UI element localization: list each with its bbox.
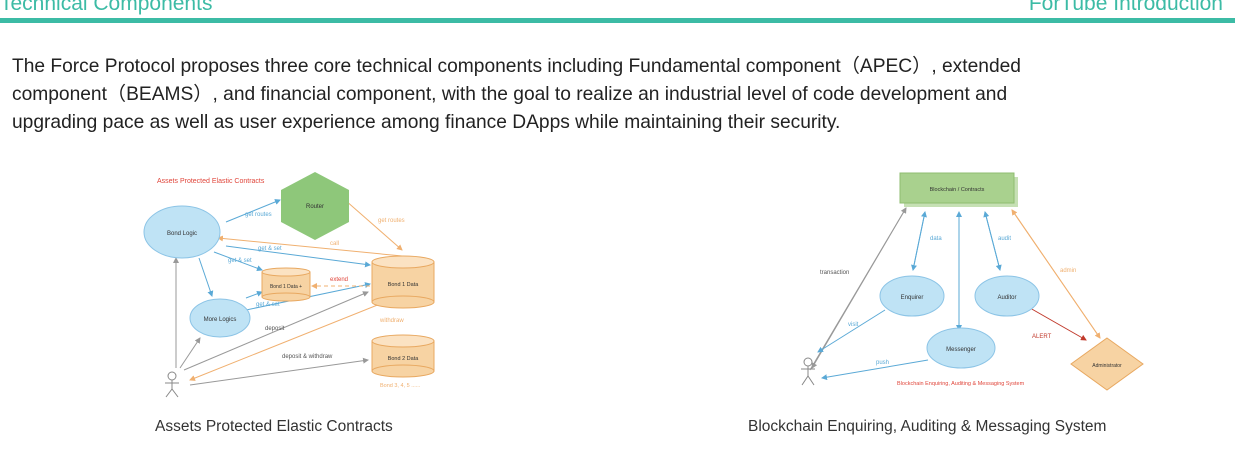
diagram-right-caption: Blockchain Enquiring, Auditing & Messagi… bbox=[748, 418, 1107, 435]
edge-label: data bbox=[930, 236, 942, 242]
edge-label: deposit bbox=[265, 326, 285, 332]
node-label: Auditor bbox=[997, 295, 1016, 301]
user-icon bbox=[801, 357, 815, 386]
edge-alert bbox=[1029, 307, 1087, 341]
intro-paragraph: The Force Protocol proposes three core t… bbox=[12, 53, 1227, 137]
edge-label: call bbox=[330, 241, 339, 247]
edge-push bbox=[821, 359, 929, 381]
node-label: Bond 1 Data bbox=[388, 282, 420, 288]
edge-label: admin bbox=[1060, 268, 1076, 274]
node-label: Bond Logic bbox=[167, 231, 197, 237]
edge-logic-more bbox=[198, 257, 214, 297]
edge-more-data bbox=[245, 290, 263, 299]
edge-admin-back bbox=[1011, 209, 1101, 339]
bond1-data-cylinder: Bond 1 Data bbox=[371, 255, 435, 309]
diagram-blockchain-system: Blockchain / Contracts transaction data … bbox=[801, 172, 1144, 391]
bond-logic-node bbox=[143, 205, 221, 259]
bond2-data-cylinder: Bond 2 Data bbox=[371, 334, 435, 378]
node-label: Router bbox=[306, 204, 324, 210]
edge-label: transaction bbox=[820, 270, 849, 276]
diagram-right-title: Blockchain Enquiring, Auditing & Messagi… bbox=[897, 381, 1025, 387]
edge-visit bbox=[817, 309, 886, 353]
node-label: Bond 1 Data + bbox=[270, 284, 302, 290]
edge-label: withdraw bbox=[379, 318, 404, 324]
edge-get-set-1 bbox=[225, 245, 371, 268]
node-label: Enquirer bbox=[901, 295, 924, 301]
header-divider bbox=[0, 18, 1235, 23]
diagram-left-title: Assets Protected Elastic Contracts bbox=[157, 178, 265, 185]
edge-label: get & set bbox=[228, 258, 252, 264]
edge-label: audit bbox=[998, 236, 1011, 242]
edge-audit-back bbox=[983, 211, 1001, 271]
header: Technical Components ForTube Introductio… bbox=[0, 0, 1235, 24]
section-title: ForTube Introduction bbox=[1028, 0, 1223, 15]
intro-line: The Force Protocol proposes three core t… bbox=[12, 56, 1021, 77]
edge-user-more bbox=[179, 337, 201, 369]
node-label: Bond 3, 4, 5 ...... bbox=[380, 383, 421, 389]
edge-deposit-withdraw bbox=[189, 357, 369, 386]
edge-label: visit bbox=[848, 322, 859, 328]
edge-label: get routes bbox=[378, 218, 405, 224]
edge-label: get & set bbox=[256, 302, 280, 308]
edge-label: deposit & withdraw bbox=[282, 354, 333, 360]
more-logics-node bbox=[189, 298, 251, 338]
intro-line: component（BEAMS）, and financial componen… bbox=[12, 84, 1008, 105]
edge-transaction-back bbox=[811, 207, 907, 369]
diagram-left-caption: Assets Protected Elastic Contracts bbox=[155, 418, 393, 435]
edge-deposit bbox=[183, 291, 369, 371]
edge-get-routes-1 bbox=[225, 199, 281, 223]
edge-call bbox=[217, 235, 403, 257]
edge-label: get routes bbox=[245, 212, 272, 218]
edge-get-routes-2 bbox=[344, 199, 403, 251]
edge-label: push bbox=[876, 360, 889, 366]
edge-label: get & set bbox=[258, 246, 282, 252]
enquirer-node bbox=[879, 275, 945, 317]
messenger-node bbox=[926, 327, 996, 369]
edge-data-back bbox=[912, 211, 927, 271]
diagram-assets-protected: Assets Protected Elastic Contracts get r… bbox=[143, 172, 435, 398]
bond1-data-plus-cylinder: Bond 1 Data + bbox=[261, 267, 311, 302]
edge-withdraw bbox=[189, 295, 401, 381]
node-label: Messenger bbox=[946, 347, 976, 353]
administrator-node bbox=[1070, 337, 1144, 391]
edge-get-set-2 bbox=[213, 251, 263, 272]
node-label: Administrator bbox=[1092, 363, 1122, 369]
node-label: More Logics bbox=[204, 317, 237, 323]
node-label: Blockchain / Contracts bbox=[930, 187, 985, 193]
edge-label: ALERT bbox=[1032, 334, 1052, 340]
edge-label: extend bbox=[330, 277, 348, 283]
intro-line: upgrading pace as well as user experienc… bbox=[12, 112, 841, 133]
node-label: Bond 2 Data bbox=[388, 356, 420, 362]
blockchain-node bbox=[899, 172, 1015, 204]
page-title: Technical Components bbox=[0, 0, 213, 15]
user-icon bbox=[165, 371, 179, 398]
auditor-node bbox=[974, 275, 1040, 317]
router-node bbox=[281, 172, 349, 240]
